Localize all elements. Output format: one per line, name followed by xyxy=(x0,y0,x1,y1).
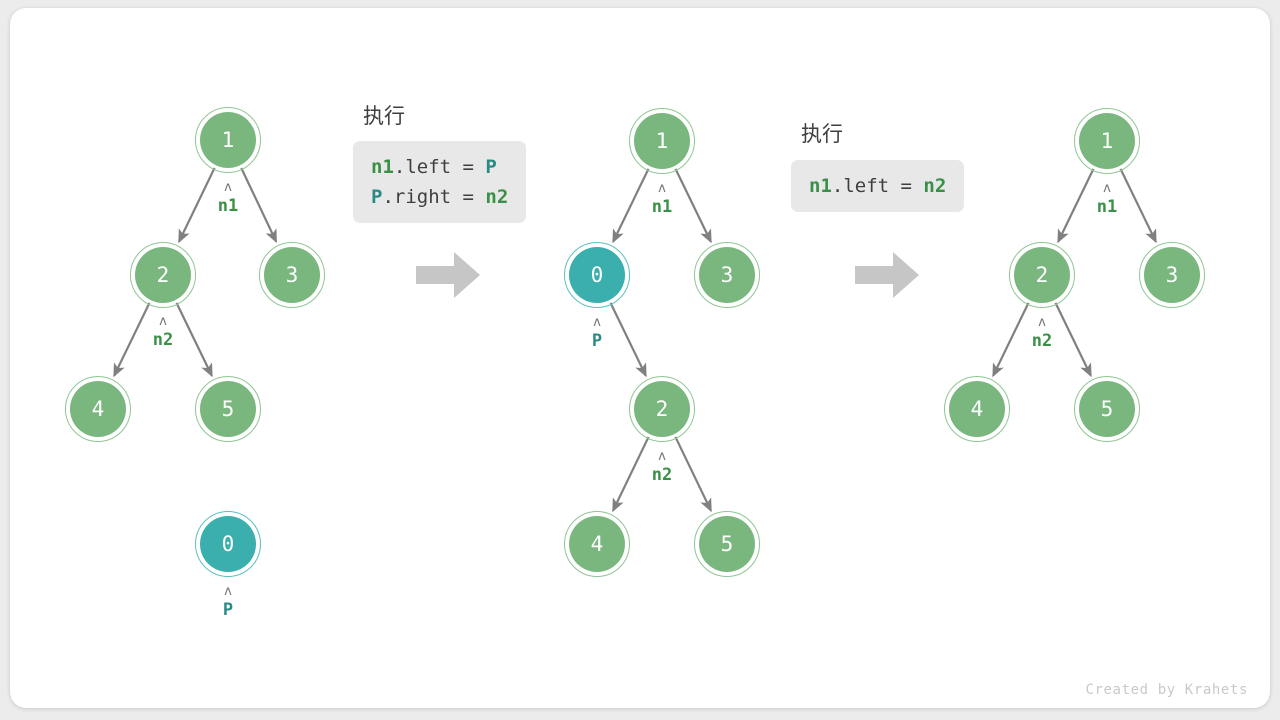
step-arrow-2 xyxy=(855,252,919,298)
code-token-plain: .right = xyxy=(382,186,486,208)
pointer-label: P xyxy=(591,331,603,351)
node-value: 0 xyxy=(590,262,604,287)
node-value: 3 xyxy=(1165,262,1179,287)
tree-node-3[interactable]: 3 xyxy=(259,242,325,308)
code-line: n1.left = n2 xyxy=(809,171,946,201)
tree-node-2[interactable]: 2 xyxy=(130,242,196,308)
tree-edge xyxy=(674,168,712,244)
right-arrow-icon xyxy=(855,252,919,298)
tree-edge xyxy=(1119,168,1157,244)
tree-node-5[interactable]: 5 xyxy=(195,376,261,442)
code-token-var: n1 xyxy=(371,156,394,178)
step-heading: 执行 xyxy=(801,122,843,146)
node-value: 5 xyxy=(221,396,235,421)
code-token-plain: .left = xyxy=(831,175,924,197)
node-value: 4 xyxy=(970,396,984,421)
tree-node-5[interactable]: 5 xyxy=(694,511,760,577)
code-block: n1.left = n2 xyxy=(791,160,965,212)
tree-node-2[interactable]: 2 xyxy=(629,376,695,442)
code-token-var: n1 xyxy=(809,175,832,197)
caret-up-icon: ʌ xyxy=(159,314,167,329)
tree-edge xyxy=(612,436,650,513)
tree-node-0[interactable]: 0 xyxy=(564,242,630,308)
caret-up-icon: ʌ xyxy=(224,584,232,599)
code-line: P.right = n2 xyxy=(371,182,508,212)
tree-edge xyxy=(612,168,650,244)
step-arrow-1 xyxy=(416,252,480,298)
tree-edge xyxy=(674,436,712,513)
pointer-label: n2 xyxy=(152,330,174,350)
node-value: 2 xyxy=(156,262,170,287)
right-arrow-icon xyxy=(416,252,480,298)
node-value: 1 xyxy=(655,128,669,153)
tree-edge xyxy=(178,167,216,244)
tree-edge xyxy=(992,302,1030,378)
tree-node-3[interactable]: 3 xyxy=(1139,242,1205,308)
node-value: 4 xyxy=(590,531,604,556)
node-value: 5 xyxy=(1100,396,1114,421)
tree-node-0[interactable]: 0 xyxy=(195,511,261,577)
code-token-var: n2 xyxy=(923,175,947,197)
pointer-label: P xyxy=(222,600,234,620)
tree-node-2[interactable]: 2 xyxy=(1009,242,1075,308)
tree-node-4[interactable]: 4 xyxy=(944,376,1010,442)
code-token-plain: .left = xyxy=(393,156,486,178)
node-value: 1 xyxy=(1100,128,1114,153)
caret-up-icon: ʌ xyxy=(593,315,601,330)
pointer-label: n2 xyxy=(651,465,673,485)
tree-edge xyxy=(175,302,213,378)
node-value: 5 xyxy=(720,531,734,556)
node-value: 4 xyxy=(91,396,105,421)
node-value: 3 xyxy=(285,262,299,287)
code-token-pointer: P xyxy=(371,186,383,208)
tree-node-1[interactable]: 1 xyxy=(195,107,261,173)
node-value: 3 xyxy=(720,262,734,287)
node-value: 1 xyxy=(221,127,235,152)
code-line: n1.left = P xyxy=(371,152,508,182)
tree-edge xyxy=(1054,302,1092,378)
tree-edge xyxy=(240,167,278,244)
tree-edge xyxy=(609,302,647,378)
caret-up-icon: ʌ xyxy=(1103,181,1111,196)
tree-node-1[interactable]: 1 xyxy=(629,108,695,174)
pointer-label: n1 xyxy=(1096,197,1118,217)
tree-node-1[interactable]: 1 xyxy=(1074,108,1140,174)
tree-edge xyxy=(1057,168,1095,244)
node-value: 2 xyxy=(655,396,669,421)
tree-node-3[interactable]: 3 xyxy=(694,242,760,308)
tree-node-4[interactable]: 4 xyxy=(65,376,131,442)
pointer-label: n2 xyxy=(1031,331,1053,351)
step-heading: 执行 xyxy=(363,104,405,128)
node-value: 2 xyxy=(1035,262,1049,287)
pointer-label: n1 xyxy=(217,196,239,216)
caret-up-icon: ʌ xyxy=(1038,315,1046,330)
caret-up-icon: ʌ xyxy=(658,181,666,196)
tree-node-5[interactable]: 5 xyxy=(1074,376,1140,442)
watermark: Created by Krahets xyxy=(1085,682,1248,698)
tree-node-4[interactable]: 4 xyxy=(564,511,630,577)
node-value: 0 xyxy=(221,531,235,556)
caret-up-icon: ʌ xyxy=(658,449,666,464)
tree-edge xyxy=(113,302,151,378)
code-token-pointer: P xyxy=(485,156,497,178)
code-token-var: n2 xyxy=(485,186,509,208)
pointer-label: n1 xyxy=(651,197,673,217)
caret-up-icon: ʌ xyxy=(224,180,232,195)
